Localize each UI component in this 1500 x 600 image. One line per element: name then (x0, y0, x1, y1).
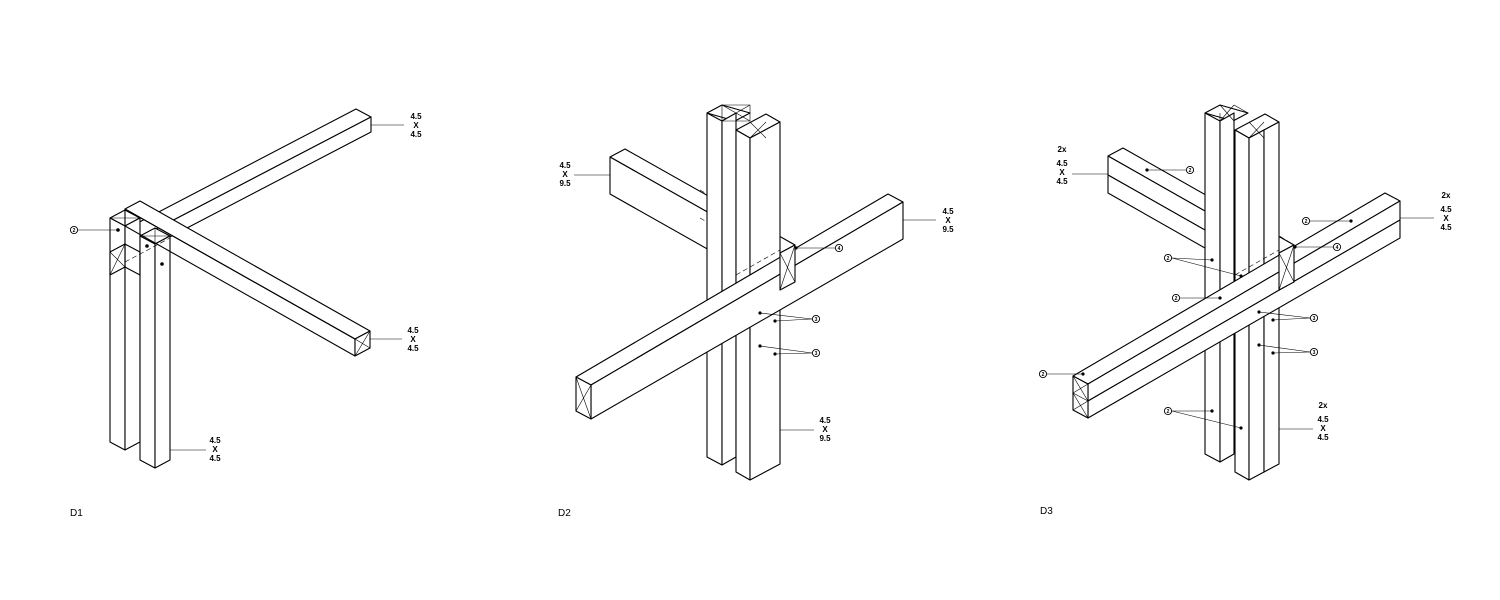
d3-callout-mid: 2 (1171, 293, 1222, 303)
d3-callout-pair-upper: 2 (1163, 253, 1243, 278)
d2-label-left-line2: X (562, 170, 568, 179)
d1-label-top-line1: 4.5 (410, 112, 422, 121)
d3-callout-back-beam: 2 (1145, 165, 1195, 175)
d1-label-mid-line2: X (410, 335, 416, 344)
d2-callout-3-lower: 3 (758, 344, 821, 358)
d1-label-top-line2: X (413, 121, 419, 130)
detail-d3: 2x 4.5 X 4.5 2x 4.5 X 4.5 2x 4.5 X 4.5 2 (1038, 104, 1452, 517)
d2-label-right: 4.5 X 9.5 (903, 207, 954, 234)
d1-label-bottom-line1: 4.5 (209, 436, 221, 445)
d1-callout: 2 (69, 225, 118, 235)
d3-label-bottom: 2x 4.5 X 4.5 (1279, 401, 1329, 442)
d2-callout-4-number: 4 (838, 246, 841, 252)
d3-callout-end: 2 (1038, 369, 1085, 379)
d2-callout-3-lower-number: 3 (815, 351, 818, 357)
d3-label-right-line2: 4.5 (1440, 205, 1452, 214)
d1-label-mid-line1: 4.5 (407, 326, 419, 335)
d2-callout-3-upper-number: 3 (815, 317, 818, 323)
d2-callout-4: 4 (794, 243, 844, 253)
d3-callout-front-beam-top: 2 (1301, 216, 1353, 226)
d2-callout-3-upper: 3 (758, 311, 821, 324)
d3-label-left-line4: 4.5 (1056, 177, 1068, 186)
d1-label-mid: 4.5 X 4.5 (370, 326, 419, 353)
d3-callout-3-upper-number: 3 (1313, 316, 1316, 322)
d3-front-beam (1072, 192, 1401, 419)
d3-label-left: 2x 4.5 X 4.5 (1056, 145, 1108, 186)
d3-callout-front-beam-top-number: 2 (1305, 219, 1308, 225)
d1-label-bottom-line3: 4.5 (209, 454, 221, 463)
d2-label-bottom: 4.5 X 9.5 (780, 416, 831, 443)
d3-callout-4-number: 4 (1336, 245, 1339, 251)
d2-label-bottom-line1: 4.5 (819, 416, 831, 425)
d3-label-left-line1: 2x (1058, 145, 1067, 154)
d2-label-bottom-line3: 9.5 (819, 434, 831, 443)
d1-callout-number: 2 (73, 228, 76, 234)
d1-label-top: 4.5 X 4.5 (371, 112, 422, 139)
d1-title: D1 (70, 508, 83, 519)
d2-label-bottom-line2: X (822, 425, 828, 434)
d1-label-bottom: 4.5 X 4.5 (170, 436, 221, 463)
d2-label-left-line3: 9.5 (559, 179, 571, 188)
d3-label-left-line3: X (1059, 168, 1065, 177)
d3-label-right-line3: X (1443, 214, 1449, 223)
d3-callout-3-lower-number: 3 (1313, 350, 1316, 356)
d2-label-left: 4.5 X 9.5 (559, 161, 610, 188)
d3-callout-4: 4 (1293, 242, 1342, 252)
d2-label-right-line1: 4.5 (942, 207, 954, 216)
d3-label-right-line1: 2x (1442, 191, 1451, 200)
d3-label-bottom-line2: 4.5 (1317, 415, 1329, 424)
d3-label-bottom-line3: X (1320, 424, 1326, 433)
d3-callout-pair-upper-number: 2 (1167, 256, 1170, 262)
detail-d2: 4.5 X 9.5 4.5 X 9.5 4.5 X 9.5 4 (558, 104, 954, 519)
d1-label-top-line3: 4.5 (410, 130, 422, 139)
d1-label-mid-line3: 4.5 (407, 344, 419, 353)
d1-front-beam (109, 200, 371, 357)
detail-d1: 4.5 X 4.5 4.5 X 4.5 4.5 X 4.5 2 D1 (69, 108, 422, 519)
d2-title: D2 (558, 508, 571, 519)
d3-callout-end-number: 2 (1042, 372, 1045, 378)
d3-callout-3-lower: 3 (1257, 343, 1319, 357)
d3-label-right-line4: 4.5 (1440, 223, 1452, 232)
d3-callout-3-upper: 3 (1257, 310, 1319, 323)
d2-label-right-line3: 9.5 (942, 225, 954, 234)
d3-label-left-line2: 4.5 (1056, 159, 1068, 168)
d2-label-right-line2: X (945, 216, 951, 225)
d3-callout-mid-number: 2 (1175, 296, 1178, 302)
d3-callout-pair-lower-number: 2 (1167, 409, 1170, 415)
d3-callout-back-beam-number: 2 (1189, 168, 1192, 174)
d3-label-bottom-line4: 4.5 (1317, 433, 1329, 442)
d3-label-right: 2x 4.5 X 4.5 (1400, 191, 1452, 232)
d3-label-bottom-line1: 2x (1319, 401, 1328, 410)
d1-front-post (139, 227, 171, 469)
d2-label-left-line1: 4.5 (559, 161, 571, 170)
d3-title: D3 (1040, 506, 1053, 517)
d3-callout-pair-lower: 2 (1163, 406, 1243, 430)
d1-label-bottom-line2: X (212, 445, 218, 454)
